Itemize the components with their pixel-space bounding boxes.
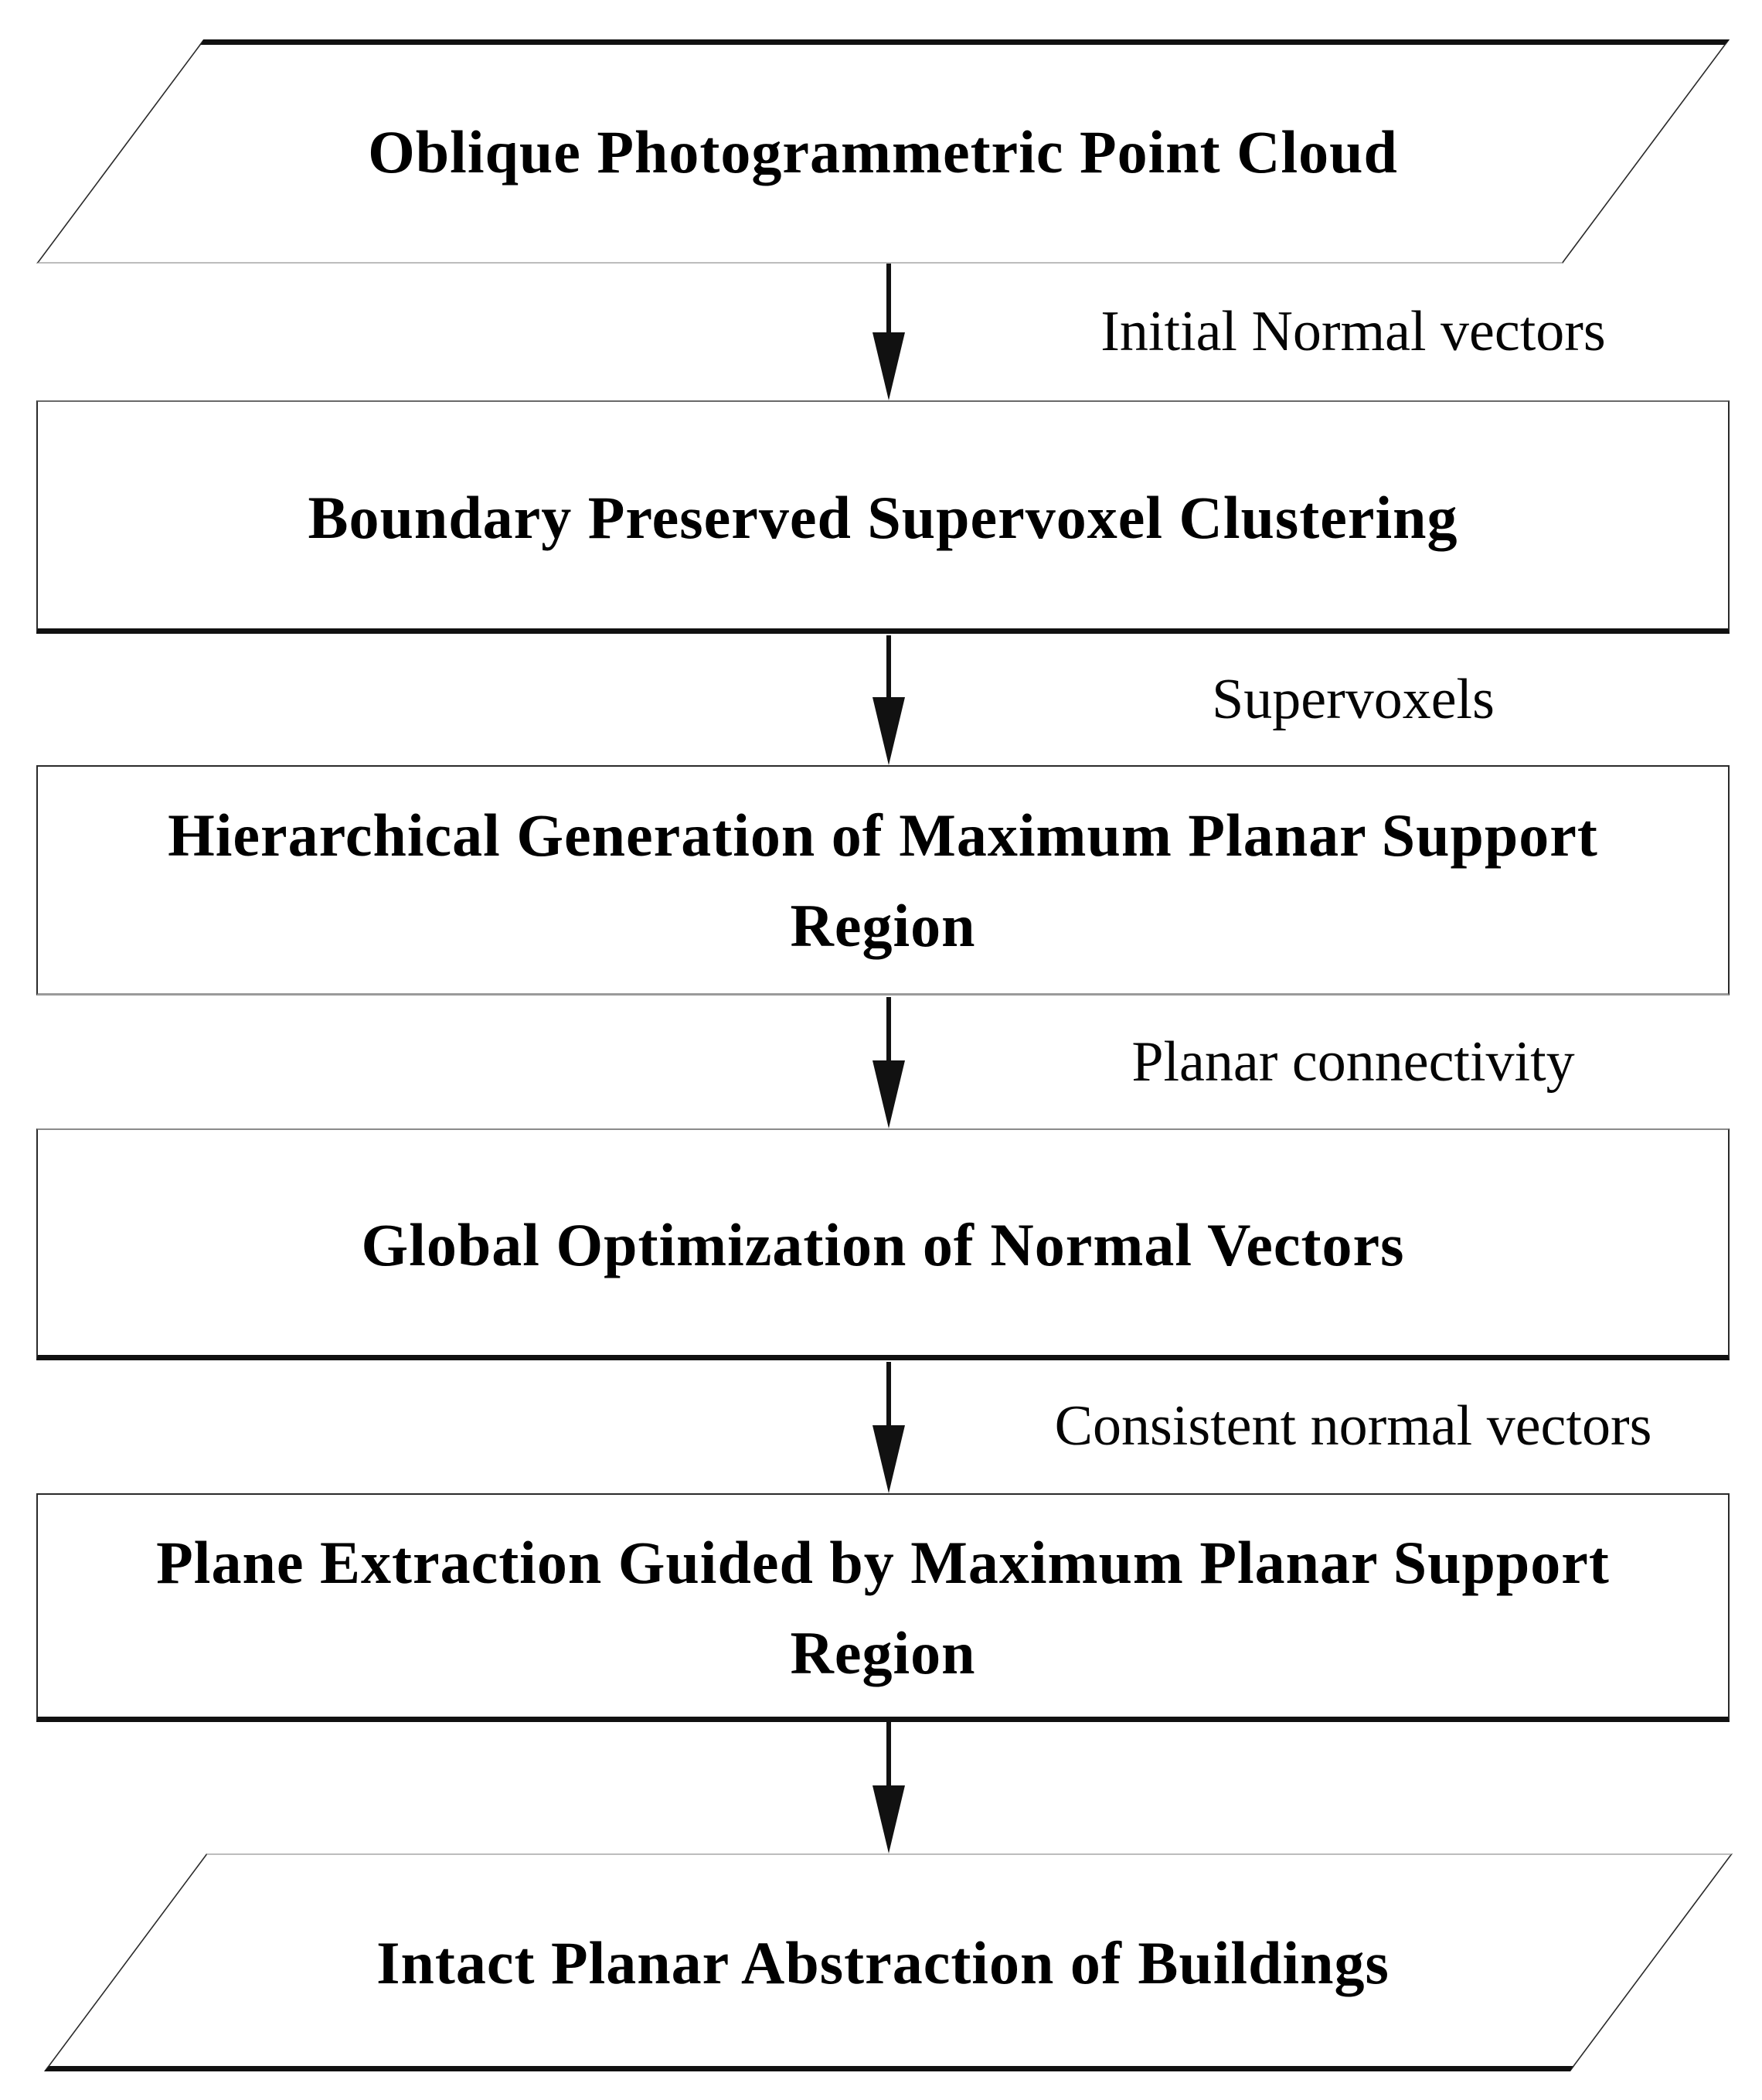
arrow-shaft [886, 264, 891, 337]
edge-label-initial-normal-vectors: Initial Normal vectors [1100, 300, 1606, 363]
node-label-supervoxel-clustering: Boundary Preserved Supervoxel Clustering [308, 483, 1458, 551]
arrow-shaft [886, 635, 891, 702]
arrowhead-icon [872, 1425, 905, 1493]
arrow-shaft [886, 1362, 891, 1430]
edge-label-planar-connectivity: Planar connectivity [1131, 1030, 1575, 1094]
node-label-oblique-point-cloud: Oblique Photogrammetric Point Cloud [368, 117, 1398, 185]
node-label-global-optimization: Global Optimization of Normal Vectors [361, 1210, 1405, 1278]
node-label-plane-extraction: Plane Extraction Guided by Maximum Plana… [156, 1529, 1610, 1686]
down-arrow-3 [872, 997, 906, 1128]
arrow-shaft [886, 997, 891, 1065]
node-shape-hierarchical-generation [36, 765, 1730, 996]
down-arrow-2 [872, 635, 906, 765]
node-shape-plane-extraction [36, 1493, 1730, 1722]
node-shape-supervoxel-clustering [36, 400, 1730, 634]
arrowhead-icon [872, 332, 905, 400]
down-arrow-5 [872, 1722, 906, 1853]
arrowhead-icon [872, 697, 905, 765]
edge-label-supervoxels: Supervoxels [1212, 667, 1495, 731]
edge-label-consistent-normal-vectors: Consistent normal vectors [1054, 1394, 1652, 1458]
node-label-planar-abstraction: Intact Planar Abstraction of Buildings [376, 1928, 1390, 1996]
arrowhead-icon [872, 1785, 905, 1853]
node-shape-global-optimization [36, 1128, 1730, 1360]
arrow-shaft [886, 1722, 891, 1790]
arrowhead-icon [872, 1060, 905, 1128]
node-label-hierarchical-generation: Hierarchical Generation of Maximum Plana… [168, 802, 1598, 959]
down-arrow-1 [872, 264, 906, 400]
down-arrow-4 [872, 1362, 906, 1493]
